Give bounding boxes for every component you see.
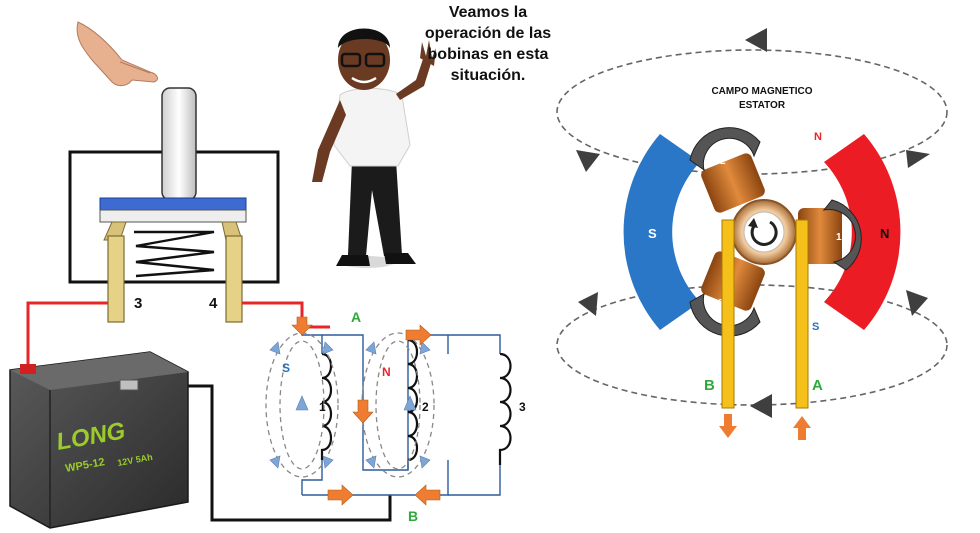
coil-1 <box>320 352 333 460</box>
brush-a-label: A <box>812 377 823 394</box>
brush-a <box>795 219 809 409</box>
coil-2 <box>407 338 419 462</box>
push-button-switch <box>68 87 280 323</box>
rotation-arrow-icon <box>750 220 778 246</box>
current-arrow-left-bottom <box>414 484 441 506</box>
battery-positive-terminal <box>20 364 36 374</box>
red-wire-battery <box>26 301 108 370</box>
flux-direction-arrows <box>269 341 431 469</box>
field-title-line2: ESTATOR <box>739 100 786 111</box>
coil-2-pole-label: N <box>382 365 391 379</box>
field-title-line1: CAMPO MAGNETICO <box>711 86 812 97</box>
magnet-north-label: N <box>880 226 889 241</box>
current-arrow-down-middle <box>352 399 374 424</box>
node-a-label: A <box>351 309 361 325</box>
magnet-south <box>623 134 700 330</box>
brush-pole-label: S <box>812 321 819 333</box>
node-b-label: B <box>408 508 418 524</box>
field-arrow-top <box>745 28 767 52</box>
red-wire-to-node-a <box>242 301 330 329</box>
rotor-coil-top-number: 2 <box>720 156 726 167</box>
top-pole-label: N <box>814 131 822 143</box>
coil-1-number: 1 <box>319 400 326 414</box>
field-arrow-left-bottom <box>578 292 598 316</box>
switch-terminal-3-label: 3 <box>134 295 142 312</box>
rotor-coil-right <box>798 199 862 271</box>
field-arrow-left-top <box>576 150 600 172</box>
rotor-coil-top <box>689 127 765 213</box>
rotor-coil-right-number: 1 <box>836 232 842 243</box>
field-arrow-right-top <box>906 150 930 168</box>
field-direction-arrows <box>576 28 930 418</box>
avatar-character <box>312 28 436 268</box>
current-arrow-right-top <box>405 324 432 346</box>
current-arrow-down-left <box>291 316 313 336</box>
battery <box>9 351 189 529</box>
coil-3 <box>498 352 512 465</box>
magnet-south-label: S <box>648 226 657 241</box>
waving-hand-icon <box>420 40 436 66</box>
battery-negative-terminal <box>119 379 139 391</box>
coil-2-number: 2 <box>422 400 429 414</box>
field-arrow-bottom <box>750 394 772 418</box>
field-arrow-right-bottom <box>906 290 928 316</box>
rotor-shaft <box>743 211 785 253</box>
switch-terminal-4-label: 4 <box>209 295 218 312</box>
current-arrows <box>291 316 441 506</box>
brush-b-current-arrow <box>719 414 737 438</box>
brush-b <box>721 219 735 409</box>
brush-b-label: B <box>704 377 715 394</box>
rotor-coil-bottom-number: 3 <box>718 298 724 309</box>
caption-text: Veamos la operación de las bobinas en es… <box>424 4 552 84</box>
coil-3-number: 3 <box>519 400 526 414</box>
brush-a-current-arrow <box>793 416 811 440</box>
current-arrow-right-bottom <box>327 484 354 506</box>
magnet-north <box>824 134 901 330</box>
spring-icon <box>134 230 215 278</box>
coil-1-pole-label: S <box>282 361 290 375</box>
hand-pointer-icon <box>76 21 158 87</box>
